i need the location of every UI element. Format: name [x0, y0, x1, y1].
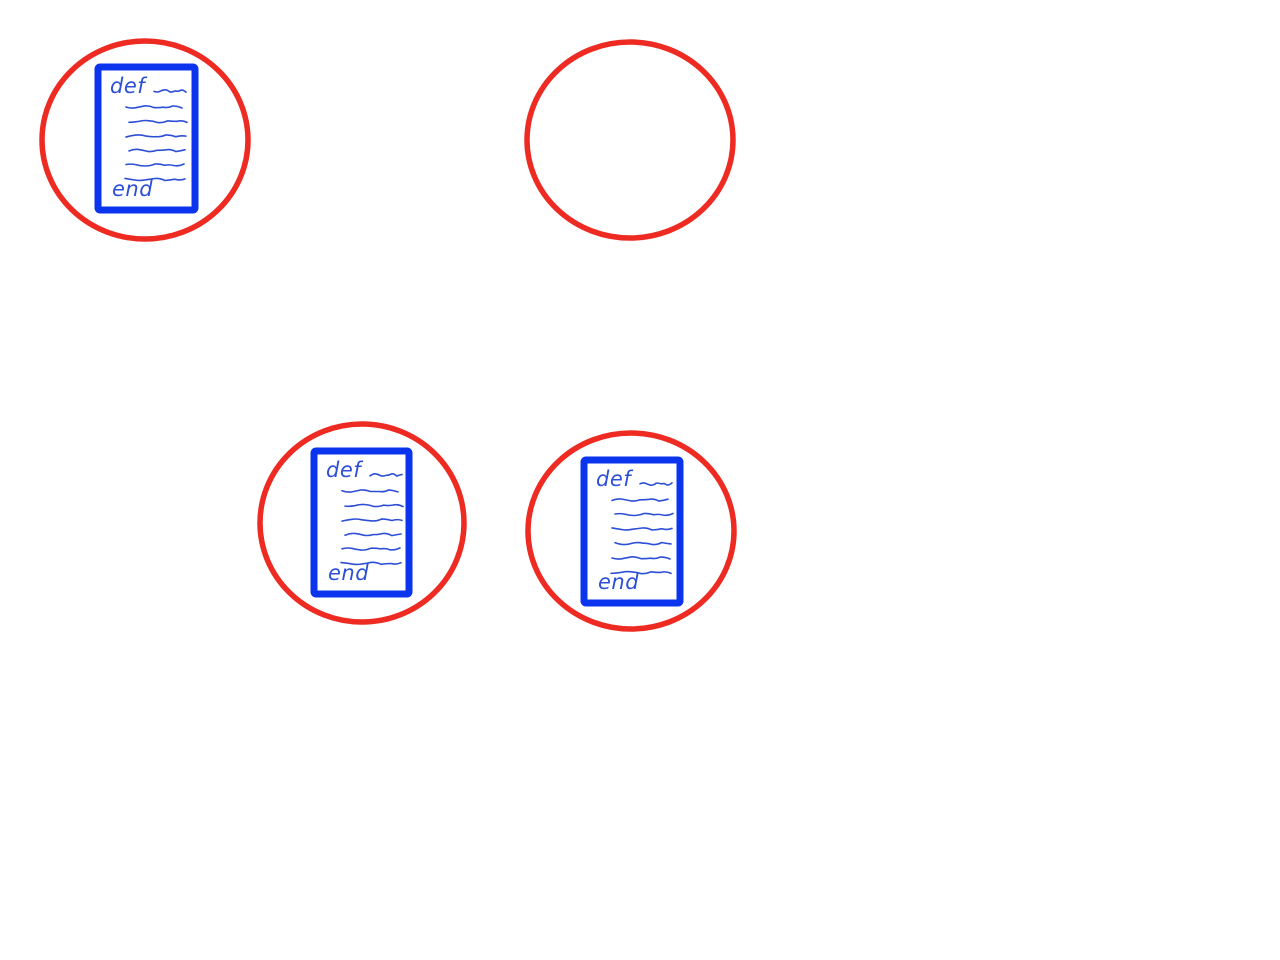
def-signature-line [369, 472, 403, 477]
def-signature-line [153, 88, 187, 93]
document-frame [310, 447, 413, 598]
node-bottom-left: def end [257, 421, 467, 625]
keyword-def: def [326, 458, 364, 482]
code-line [341, 547, 401, 551]
code-line [614, 512, 674, 517]
code-line [125, 105, 183, 109]
document-icon: def end [94, 63, 199, 214]
circle-bottom-left [257, 421, 467, 625]
code-line [340, 561, 402, 566]
code-line [614, 541, 672, 546]
keyword-end: end [598, 570, 639, 594]
nodes-layer: def end def end def end [39, 38, 737, 632]
code-line [128, 119, 188, 124]
code-line [611, 527, 673, 531]
document-icon: def end [580, 456, 684, 607]
circle-top-right [524, 39, 736, 241]
code-line [125, 134, 187, 138]
document-icon: def end [310, 447, 413, 598]
code-line [610, 570, 672, 575]
def-signature-line [639, 482, 673, 487]
code-line [344, 532, 402, 537]
code-line [125, 163, 185, 167]
code-line [611, 556, 671, 560]
circle-bottom-right [525, 430, 737, 632]
document-frame [94, 63, 199, 214]
code-line [611, 498, 669, 502]
node-bottom-right: def end [525, 430, 737, 632]
keyword-end: end [328, 561, 369, 585]
keyword-def: def [596, 467, 634, 491]
code-line [128, 148, 186, 153]
document-frame [580, 456, 684, 607]
keyword-def: def [110, 74, 148, 98]
code-line [344, 503, 404, 508]
node-top-right [524, 39, 736, 241]
keyword-end: end [112, 177, 153, 201]
circle-top-left [39, 38, 251, 242]
node-top-left: def end [39, 38, 251, 242]
code-line [341, 518, 403, 522]
code-line [124, 177, 186, 182]
code-line [341, 489, 399, 493]
